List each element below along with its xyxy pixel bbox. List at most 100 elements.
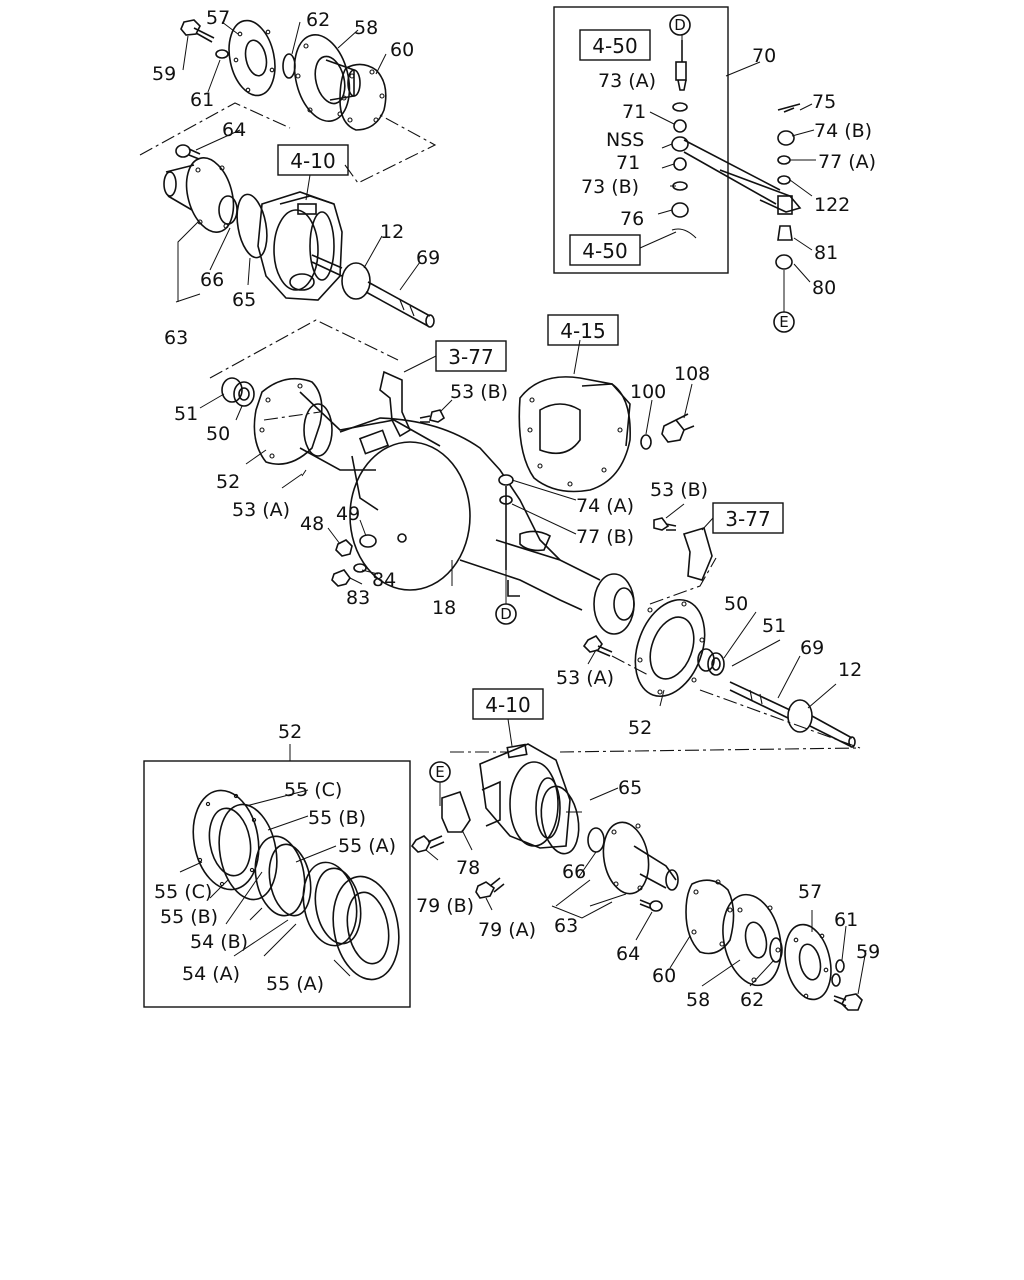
callout: 61	[190, 89, 214, 111]
callout: 65	[232, 289, 256, 311]
bolt-64-top	[175, 144, 201, 160]
callout: 50	[206, 423, 230, 445]
svg-text:3-77: 3-77	[448, 345, 493, 369]
callout: 66	[562, 861, 586, 883]
axle-housing-18	[199, 377, 635, 635]
callout: 100	[630, 381, 666, 403]
gasket-65-top	[236, 193, 268, 259]
callout: 55 (C)	[284, 779, 342, 801]
callout: 66	[200, 269, 224, 291]
right-axle-end	[582, 598, 861, 749]
callout: 79 (A)	[478, 919, 536, 941]
svg-text:4-10: 4-10	[485, 693, 530, 717]
ref-box-4-10-bottom: 4-10	[472, 688, 544, 747]
knuckle-housing-top	[257, 191, 343, 301]
callout: 52	[278, 721, 302, 743]
callout: 122	[814, 194, 850, 216]
svg-text:E: E	[779, 313, 788, 331]
callout: 83	[346, 587, 370, 609]
callout: 52	[628, 717, 652, 739]
callout: 63	[164, 327, 188, 349]
svg-text:D: D	[500, 605, 512, 623]
bracket-3-77-right	[649, 503, 717, 605]
callout: 62	[306, 9, 330, 31]
svg-text:4-50: 4-50	[592, 34, 637, 58]
callout: 54 (A)	[182, 963, 240, 985]
callout: 63	[554, 915, 578, 937]
callout: 49	[336, 503, 360, 525]
callout: 73 (A)	[598, 70, 656, 92]
callout: 77 (B)	[576, 526, 634, 548]
callout: 57	[206, 7, 230, 29]
callout: 58	[354, 17, 378, 39]
differential-carrier-4-15	[518, 339, 695, 493]
callout: 48	[300, 513, 324, 535]
hub-flange-58-top	[293, 34, 361, 122]
callout: 65	[618, 777, 642, 799]
ref-box-4-50-top: 4-50	[579, 29, 651, 61]
callout: 64	[616, 943, 640, 965]
callout: 54 (B)	[190, 931, 248, 953]
callout: 78	[456, 857, 480, 879]
callout: 69	[800, 637, 824, 659]
top-left-hub-assembly	[139, 19, 437, 328]
tie-rod-detail-box	[553, 6, 729, 274]
callout: 53 (B)	[650, 479, 708, 501]
callout: 81	[814, 242, 838, 264]
callout: 55 (A)	[266, 973, 324, 995]
plate-57-top	[228, 19, 276, 97]
callout: 51	[762, 615, 786, 637]
ref-box-4-50-bottom: 4-50	[569, 234, 641, 266]
svg-text:4-50: 4-50	[582, 239, 627, 263]
callout: 12	[380, 221, 404, 243]
connector-e-right: E	[773, 311, 795, 333]
callout-labels: 57 62 58 60 59 61 64 66 65 63 12 69 70 7…	[152, 7, 880, 1011]
callout: 108	[674, 363, 710, 385]
callout: 52	[216, 471, 240, 493]
svg-text:4-10: 4-10	[290, 149, 335, 173]
callout: 50	[724, 593, 748, 615]
callout: 79 (B)	[416, 895, 474, 917]
callout: 59	[152, 63, 176, 85]
callout: 74 (A)	[576, 495, 634, 517]
callout: 70	[752, 45, 776, 67]
ref-box-4-15: 4-15	[547, 314, 619, 346]
callout: 51	[174, 403, 198, 425]
callout: 77 (A)	[818, 151, 876, 173]
callout: 84	[372, 569, 396, 591]
callout: 53 (A)	[232, 499, 290, 521]
washer-61-top	[215, 49, 229, 59]
oring-62-top	[282, 53, 296, 79]
flange-detail-parts	[179, 789, 400, 981]
callout: 53 (A)	[556, 667, 614, 689]
svg-text:4-15: 4-15	[560, 319, 605, 343]
axle-shaft-69-top	[311, 254, 435, 328]
callout: 59	[856, 941, 880, 963]
callout: 73 (B)	[581, 176, 639, 198]
callout: 69	[416, 247, 440, 269]
flange-detail-box	[143, 760, 411, 1008]
callout: 80	[812, 277, 836, 299]
callout: 75	[812, 91, 836, 113]
connector-e-left: E	[429, 761, 451, 783]
callout: NSS	[606, 129, 644, 151]
callout: 18	[432, 597, 456, 619]
callout: 12	[838, 659, 862, 681]
callout: 74 (B)	[814, 120, 872, 142]
callout: 61	[834, 909, 858, 931]
svg-text:E: E	[435, 763, 444, 781]
callout: 62	[740, 989, 764, 1011]
callout: 53 (B)	[450, 381, 508, 403]
callout: 57	[798, 881, 822, 903]
ref-box-4-10-top: 4-10	[277, 144, 349, 201]
callout: 55 (B)	[308, 807, 366, 829]
gasket-60-top	[339, 63, 387, 131]
callout: 71	[622, 101, 646, 123]
callout: 55 (B)	[160, 906, 218, 928]
callout: 60	[652, 965, 676, 987]
callout: 76	[620, 208, 644, 230]
knuckle-housing-bottom	[410, 743, 867, 1011]
bolt-59-top	[180, 19, 215, 43]
tie-rod-assembly	[639, 22, 816, 312]
